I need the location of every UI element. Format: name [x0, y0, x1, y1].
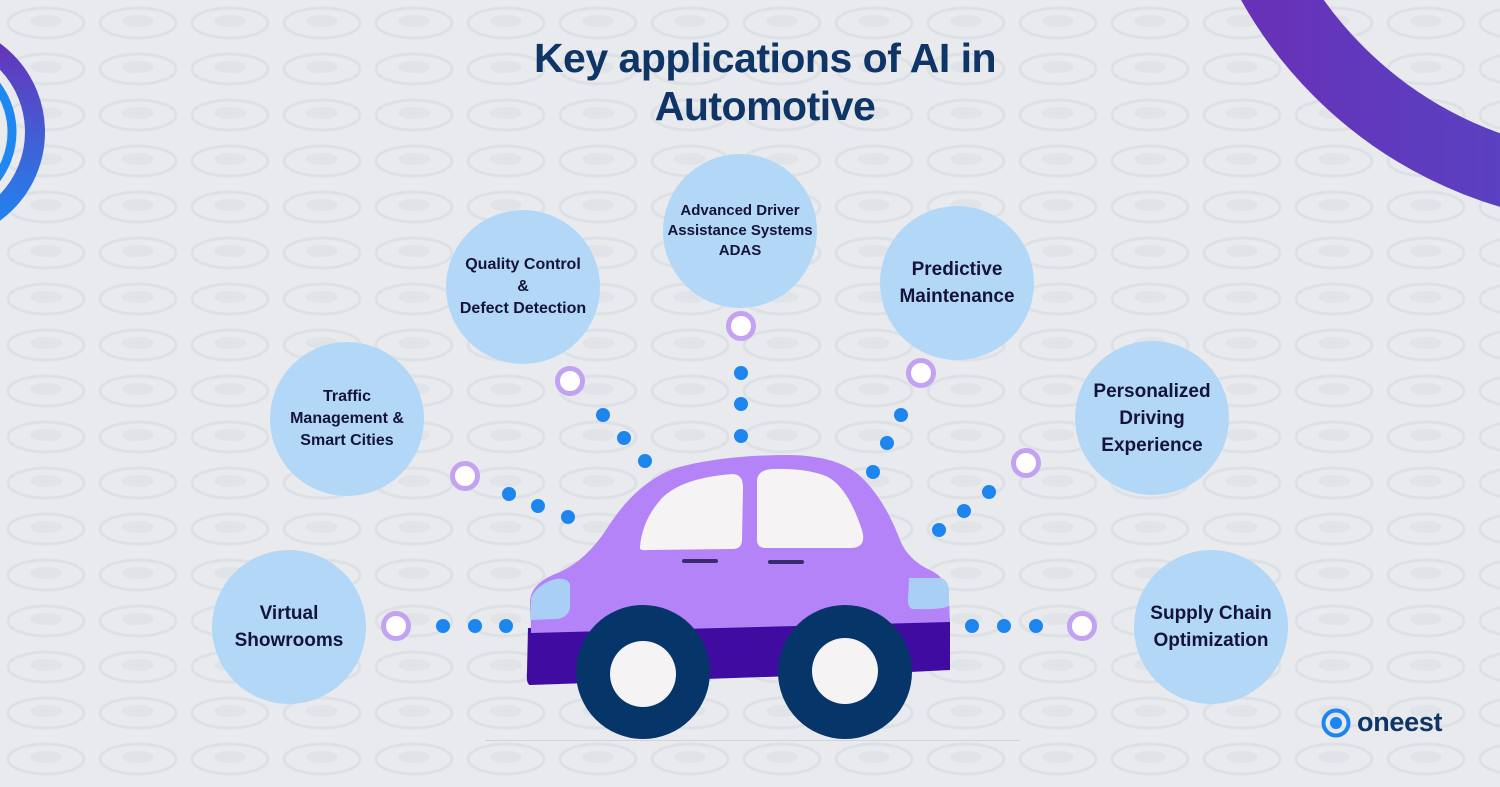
- connector-ring: [906, 358, 936, 388]
- connector-ring: [450, 461, 480, 491]
- connector-dot: [436, 619, 450, 633]
- connector-dot: [932, 523, 946, 537]
- car-door-handle: [768, 560, 804, 564]
- connector-dot: [502, 487, 516, 501]
- bubble-virtual-showrooms: Virtual Showrooms: [212, 550, 366, 704]
- connector-dot: [982, 485, 996, 499]
- car-headlight: [531, 578, 570, 620]
- bubble-label: Predictive Maintenance: [899, 259, 1015, 307]
- connector-dot: [468, 619, 482, 633]
- connector-dot: [734, 366, 748, 380]
- bubble-supply-chain: Supply Chain Optimization: [1134, 550, 1288, 704]
- connector-ring: [1011, 448, 1041, 478]
- ground-line: [485, 740, 1020, 741]
- car-hubcap-rear: [812, 638, 878, 704]
- bubble-predictive-maintenance: Predictive Maintenance: [880, 206, 1034, 360]
- connector-dot: [894, 408, 908, 422]
- bubble-traffic-management: Traffic Management & Smart Cities: [270, 342, 424, 496]
- connector-dot: [596, 408, 610, 422]
- car-door-handle: [682, 559, 718, 563]
- bubble-label: Virtual Showrooms: [234, 603, 344, 651]
- connector-dot: [957, 504, 971, 518]
- oneest-logo-icon: [1321, 708, 1351, 737]
- bubble-label: Personalized Driving Experience: [1093, 380, 1211, 456]
- bubble-quality-control: Quality Control & Defect Detection: [446, 210, 600, 364]
- connector-dot: [499, 619, 513, 633]
- connector-ring: [1067, 611, 1097, 641]
- bubble-personalized-driving: Personalized Driving Experience: [1075, 341, 1229, 495]
- connector-dot: [866, 465, 880, 479]
- connector-dot: [531, 499, 545, 513]
- bubble-label: Supply Chain Optimization: [1150, 603, 1272, 651]
- car-hubcap-front: [610, 641, 676, 707]
- connector-dot: [561, 510, 575, 524]
- connector-dot: [1029, 619, 1043, 633]
- car-window-rear: [757, 468, 864, 548]
- connector-dot: [734, 429, 748, 443]
- page-title: Key applications of AI in Automotive: [533, 35, 997, 129]
- bubble-label: Traffic Management & Smart Cities: [290, 388, 404, 449]
- car-window-front: [639, 474, 744, 551]
- connector-ring: [555, 366, 585, 396]
- connector-dot: [638, 454, 652, 468]
- connector-dot: [734, 397, 748, 411]
- bubble-label: Advanced Driver Assistance Systems ADAS: [667, 202, 813, 259]
- connector-dot: [997, 619, 1011, 633]
- connector-ring: [726, 311, 756, 341]
- car-taillight: [907, 578, 949, 610]
- connector-dot: [965, 619, 979, 633]
- connector-dot: [617, 431, 631, 445]
- bubble-label: Quality Control & Defect Detection: [459, 256, 587, 317]
- connector-dot: [880, 436, 894, 450]
- brand-logo: oneest: [1321, 707, 1443, 738]
- connector-ring: [381, 611, 411, 641]
- left-arc-decoration: [0, 43, 45, 221]
- brand-name: oneest: [1357, 707, 1443, 737]
- bubble-adas: Advanced Driver Assistance Systems ADAS: [663, 154, 817, 308]
